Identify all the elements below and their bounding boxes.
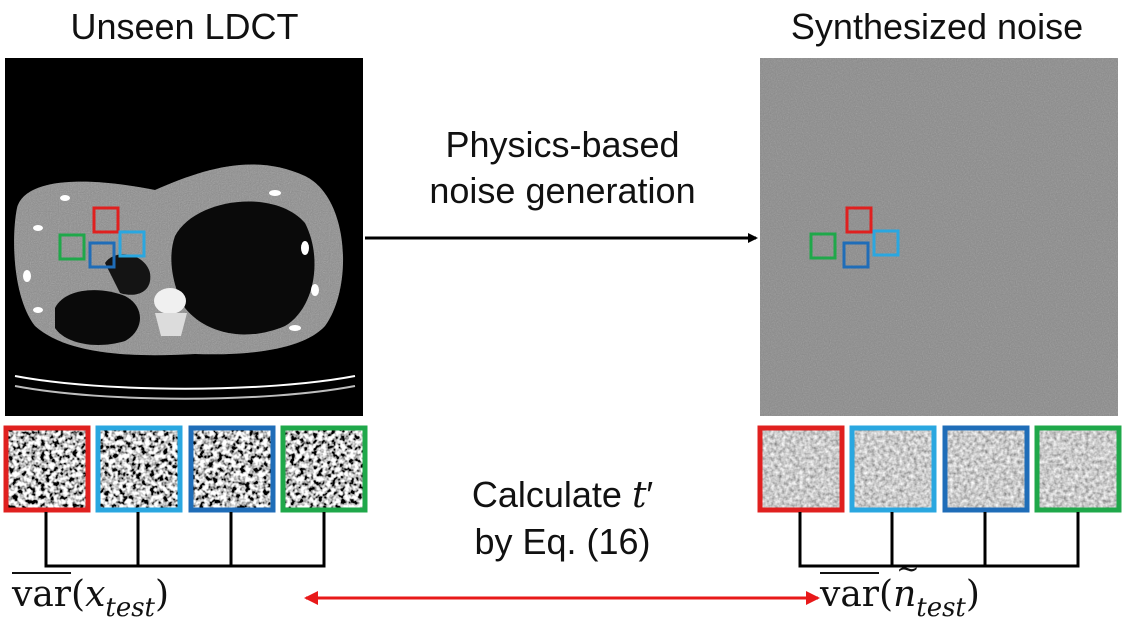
roi-cyan-box (118, 230, 146, 258)
unseen-ldct-title: Unseen LDCT (70, 6, 299, 47)
calculate-line2: by Eq. (16) (474, 521, 651, 562)
var-left: var (12, 574, 72, 615)
calculate-line1: Calculate t′ (471, 474, 654, 516)
roi-green-box (58, 233, 86, 261)
roi-red-box (92, 206, 120, 234)
var-x-test: var(xtest) (12, 574, 170, 623)
var-right: var (820, 574, 880, 615)
roi-blue-box (88, 241, 116, 269)
patch-left-cyan (98, 428, 180, 510)
physics-based-line1: Physics-based (445, 124, 680, 165)
subscript-left: test (105, 593, 156, 623)
left-bracket (44, 512, 326, 568)
patch-left-blue (191, 428, 273, 510)
noise-roi-green-box (809, 232, 837, 260)
left-patches (3, 425, 368, 513)
patch-left-green (283, 428, 365, 510)
synthesized-noise-image (760, 58, 1118, 416)
patch-right-green (1037, 428, 1119, 510)
paren-open-left: ( (71, 574, 86, 615)
n-tilde-symbol: n (893, 552, 920, 615)
noise-roi-cyan-box (872, 229, 900, 257)
patch-right-red (760, 428, 842, 510)
ldct-image (5, 58, 363, 416)
var-n-test: var(ntest) (820, 552, 980, 623)
synthesized-noise-title: Synthesized noise (790, 6, 1084, 47)
physics-based-label: Physics-based noise generation (365, 122, 760, 214)
physics-based-line2: noise generation (429, 170, 696, 211)
paren-close-right: ) (965, 574, 980, 615)
prime-symbol: ′ (646, 474, 654, 515)
patch-right-cyan (852, 428, 934, 510)
x-symbol: x (85, 574, 106, 615)
paren-open-right: ( (879, 574, 894, 615)
noise-roi-red-box (845, 206, 873, 234)
calculate-label: Calculate t′ by Eq. (16) (365, 472, 760, 565)
patch-left-red (6, 428, 88, 510)
subscript-right: test (916, 593, 966, 623)
paren-close-left: ) (155, 574, 170, 615)
patch-right-blue (945, 428, 1027, 510)
right-bracket (798, 512, 1080, 568)
t-symbol: t (631, 475, 647, 516)
right-patches (757, 425, 1122, 513)
noise-roi-blue-box (842, 241, 870, 269)
